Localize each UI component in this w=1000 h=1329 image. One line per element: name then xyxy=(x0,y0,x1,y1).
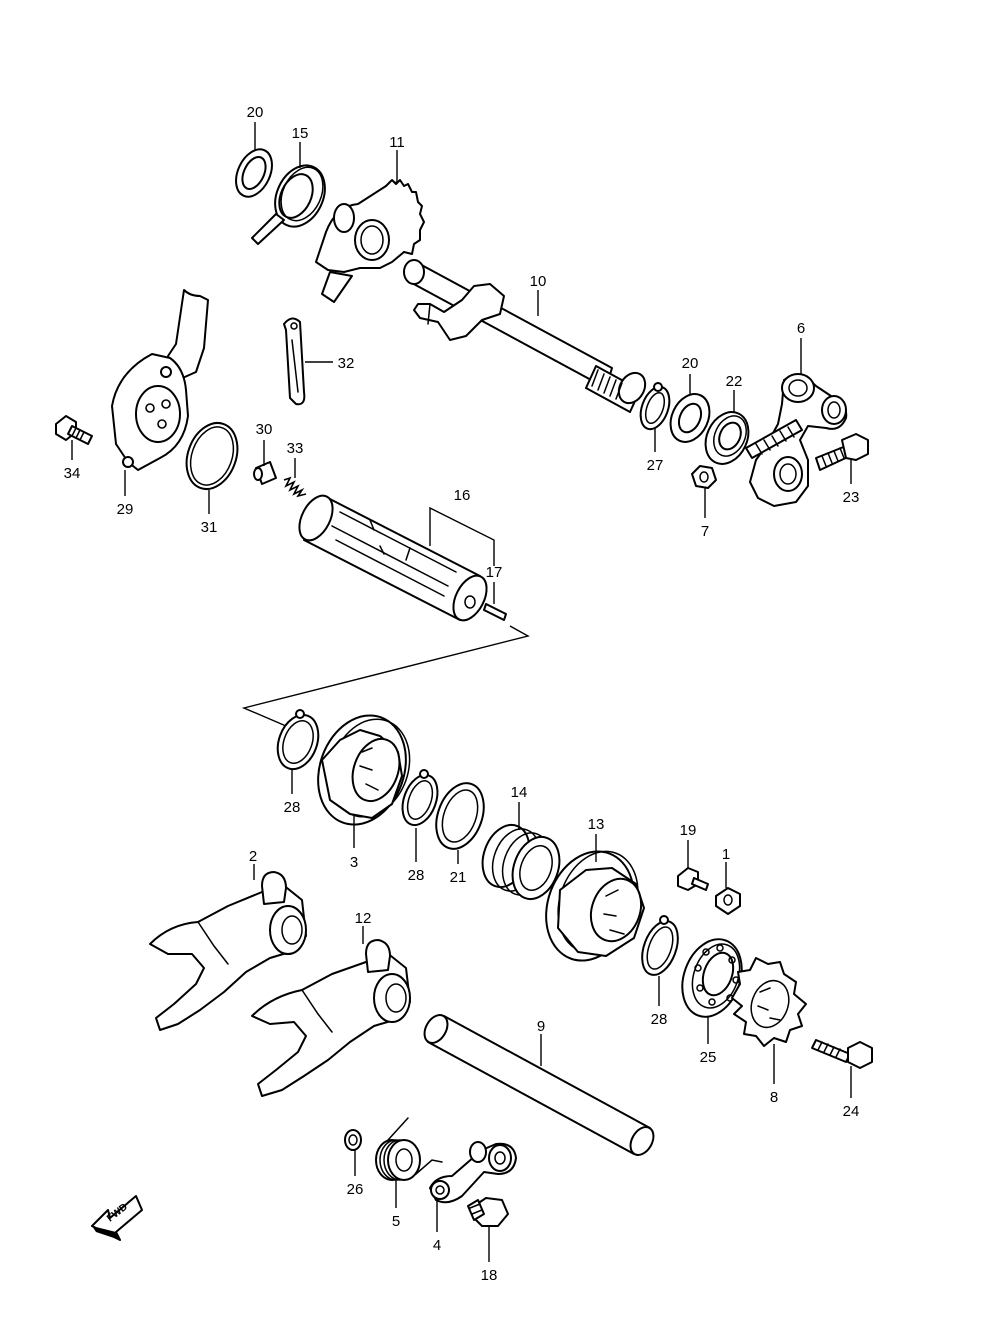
callout-2: 2 xyxy=(249,848,257,865)
part-14-spring xyxy=(481,824,561,900)
part-7-nut xyxy=(691,465,717,489)
part-28-circlip-b xyxy=(401,769,439,827)
part-26-washer xyxy=(344,1129,362,1151)
part-2-shift-fork xyxy=(149,871,307,1031)
callout-1: 1 xyxy=(722,846,730,863)
part-12-shift-fork xyxy=(251,939,411,1097)
callout-14: 14 xyxy=(511,784,528,801)
part-25-bearing xyxy=(681,938,743,1018)
callout-30: 30 xyxy=(256,421,273,438)
callout-7: 7 xyxy=(701,523,709,540)
part-20-washer-right xyxy=(669,393,711,443)
callout-16: 16 xyxy=(454,487,471,504)
callout-13: 13 xyxy=(588,816,605,833)
callout-24: 24 xyxy=(843,1103,860,1120)
callout-28-c: 28 xyxy=(651,1011,668,1028)
part-18-bolt xyxy=(467,1197,509,1227)
part-24-bolt xyxy=(811,1039,873,1069)
callout-11: 11 xyxy=(389,134,405,151)
callout-8: 8 xyxy=(770,1089,778,1106)
callout-20-right: 20 xyxy=(682,355,699,372)
callout-4: 4 xyxy=(433,1237,441,1254)
callout-6: 6 xyxy=(797,320,805,337)
callout-28-b: 28 xyxy=(408,867,425,884)
part-32-clamp xyxy=(283,317,306,406)
callout-10: 10 xyxy=(530,273,547,290)
part-29-gear-position-switch xyxy=(111,289,209,471)
callout-20-top: 20 xyxy=(247,104,264,121)
callout-29: 29 xyxy=(117,501,134,518)
callout-labels: 1 2 3 4 5 6 7 8 9 10 11 12 13 14 15 16 1… xyxy=(64,104,860,1284)
part-16-shift-cam xyxy=(298,494,488,622)
callout-28-a: 28 xyxy=(284,799,301,816)
part-23-bolt xyxy=(815,433,869,471)
callout-21: 21 xyxy=(450,869,467,886)
part-13-cam-driven-gear xyxy=(545,850,645,962)
part-19-screw xyxy=(677,867,709,891)
callout-17: 17 xyxy=(486,564,503,581)
part-3-cam-guide xyxy=(317,714,411,826)
part-34-screw xyxy=(55,415,93,445)
part-5-spring xyxy=(375,1117,443,1181)
leader-lines xyxy=(71,122,852,1262)
part-28-circlip-c xyxy=(641,915,679,976)
part-4-stopper-lever xyxy=(429,1141,517,1204)
callout-25: 25 xyxy=(700,1049,717,1066)
part-20-washer-top xyxy=(235,148,273,198)
part-11-shift-arm xyxy=(315,179,425,303)
callout-27: 27 xyxy=(647,457,664,474)
bracket-16-17 xyxy=(241,506,530,727)
callout-26: 26 xyxy=(347,1181,364,1198)
part-31-o-ring xyxy=(185,422,239,490)
callout-33: 33 xyxy=(287,440,304,457)
part-27-circlip xyxy=(639,382,671,431)
part-30-pin xyxy=(253,461,277,485)
callout-31: 31 xyxy=(201,519,218,536)
callout-22: 22 xyxy=(726,373,743,390)
part-6-shift-lever xyxy=(745,373,848,507)
part-10-shift-shaft xyxy=(403,259,647,413)
part-22-oil-seal xyxy=(704,411,750,465)
part-8-cam-star xyxy=(731,957,807,1047)
fwd-direction-icon: FWD xyxy=(91,1195,143,1241)
part-28-circlip-a xyxy=(276,709,320,771)
part-1-nut xyxy=(715,887,741,915)
callout-3: 3 xyxy=(350,854,358,871)
part-21-washer xyxy=(435,782,485,850)
part-9-fork-shaft xyxy=(423,1014,655,1156)
part-15-spring xyxy=(251,164,326,245)
callout-12: 12 xyxy=(355,910,372,927)
part-33-spring xyxy=(283,476,307,498)
callout-34: 34 xyxy=(64,465,81,482)
callout-15: 15 xyxy=(292,125,309,142)
callout-23: 23 xyxy=(843,489,860,506)
callout-19: 19 xyxy=(680,822,697,839)
callout-5: 5 xyxy=(392,1213,400,1230)
callout-9: 9 xyxy=(537,1018,545,1035)
callout-32: 32 xyxy=(338,355,355,372)
part-17-pin xyxy=(483,603,507,621)
callout-18: 18 xyxy=(481,1267,498,1284)
